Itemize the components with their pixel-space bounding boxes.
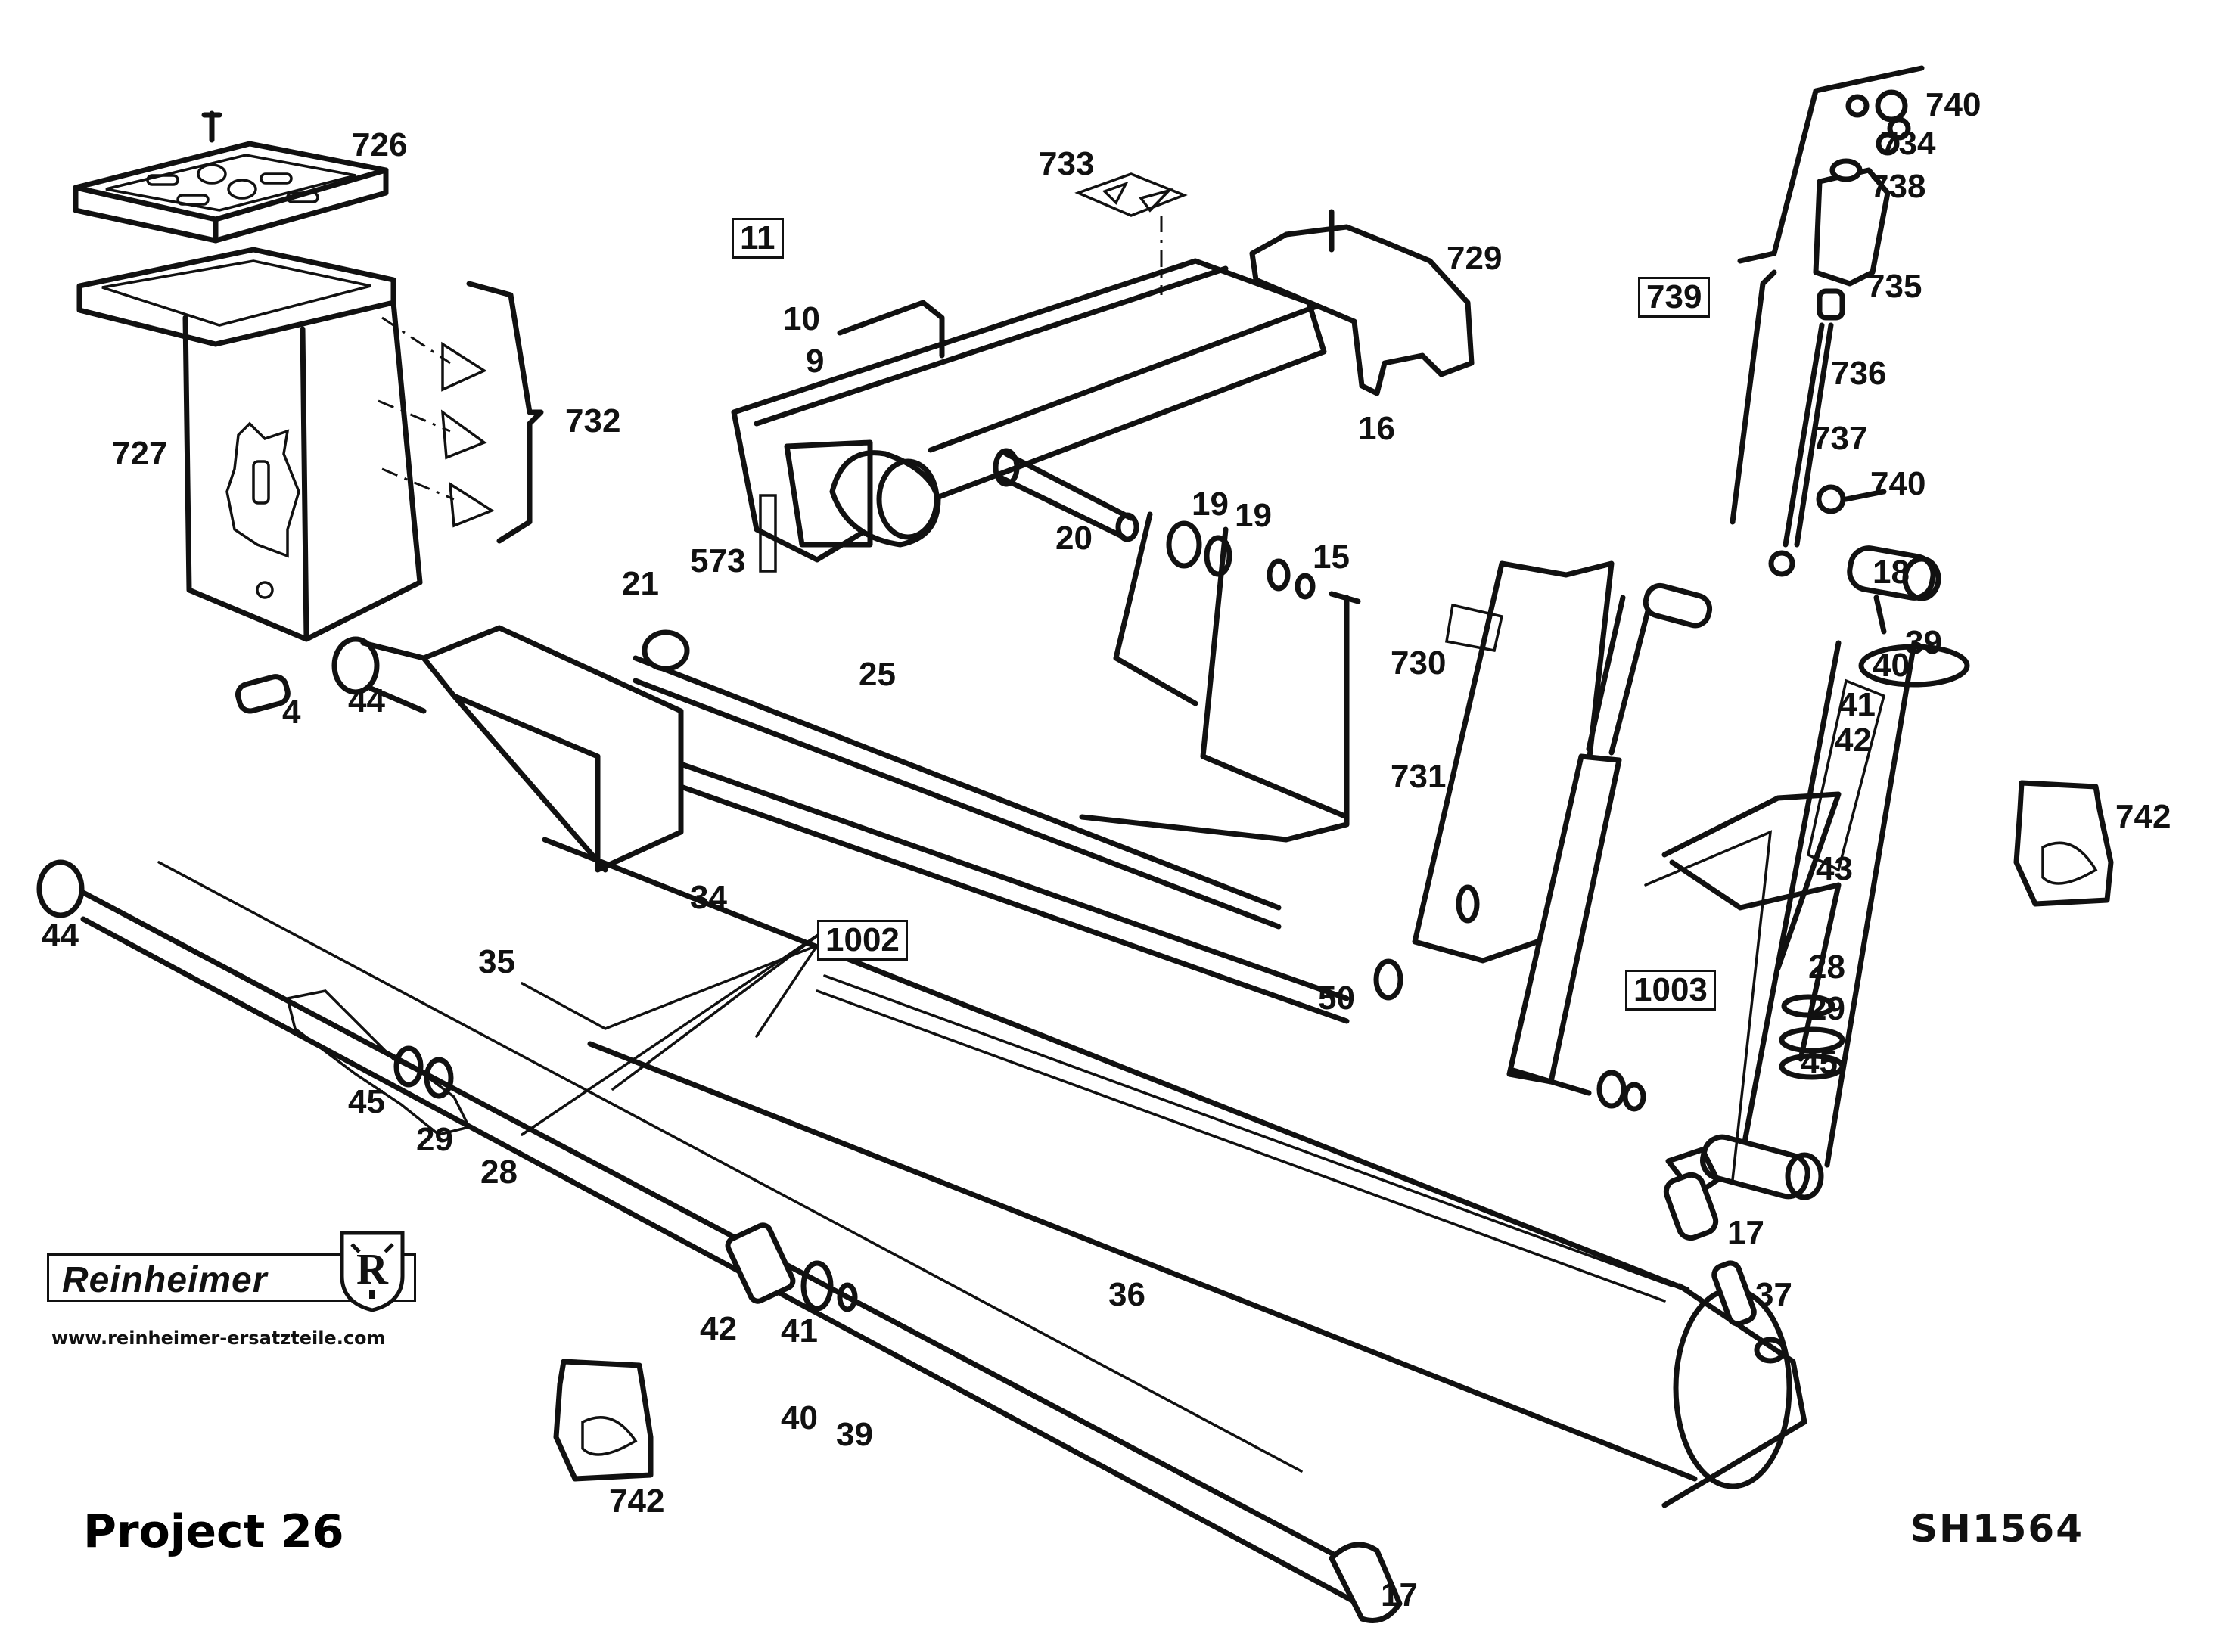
part-label-9: 9 <box>806 343 825 380</box>
part-label-731: 731 <box>1391 758 1447 795</box>
pin-and-bracket <box>993 448 1361 843</box>
part-label-737: 737 <box>1812 420 1868 457</box>
part-label-25: 25 <box>859 656 896 693</box>
part-742-kit-bag-left <box>553 1359 654 1482</box>
part-label-39-left: 39 <box>836 1416 873 1453</box>
part-label-37: 37 <box>1755 1276 1792 1313</box>
part-label-740-upper: 740 <box>1925 86 1981 123</box>
part-label-15: 15 <box>1313 539 1350 576</box>
part-739-linkage <box>1730 65 1925 577</box>
part-label-39-right: 39 <box>1905 624 1942 661</box>
website-url: www.reinheimer-ersatzteile.com <box>51 1328 386 1349</box>
part-label-735: 735 <box>1866 268 1922 305</box>
part-733-sticker <box>1074 172 1188 295</box>
part-label-11-assembly: 11 <box>732 218 784 259</box>
lower-frame <box>235 625 1350 1024</box>
part-label-45-right: 45 <box>1801 1044 1838 1081</box>
cylinder-36 <box>157 837 1807 1508</box>
part-label-10: 10 <box>783 300 820 337</box>
part-label-41-left: 41 <box>781 1312 818 1349</box>
part-label-573: 573 <box>690 542 746 579</box>
part-label-1003-assembly: 1003 <box>1625 970 1716 1011</box>
part-label-734: 734 <box>1880 125 1936 162</box>
part-label-44-upper: 44 <box>348 682 385 719</box>
part-label-4: 4 <box>282 694 301 731</box>
part-732-warning-labels <box>378 281 544 544</box>
part-label-34: 34 <box>690 879 727 916</box>
part-label-20: 20 <box>1055 520 1093 557</box>
part-label-36: 36 <box>1108 1276 1145 1313</box>
part-label-42-left: 42 <box>700 1310 737 1347</box>
part-label-739-assembly: 739 <box>1638 277 1711 318</box>
part-label-40-left: 40 <box>781 1399 818 1436</box>
part-label-42-right: 42 <box>1835 722 1872 759</box>
reinheimer-logo: Reinheimer R <box>47 1231 418 1314</box>
part-727-pedestal <box>76 247 423 642</box>
part-729-head-cover <box>1249 209 1475 396</box>
part-label-736: 736 <box>1831 355 1887 392</box>
part-726-top-plate <box>73 110 389 244</box>
part-label-44-lower: 44 <box>42 917 79 954</box>
part-label-740-lower: 740 <box>1870 465 1926 502</box>
part-label-726: 726 <box>352 126 408 163</box>
part-label-29-right: 29 <box>1808 990 1845 1027</box>
part-label-28-right: 28 <box>1808 949 1845 986</box>
part-label-1002-assembly: 1002 <box>817 920 908 961</box>
part-label-18: 18 <box>1873 554 1910 591</box>
part-label-35: 35 <box>478 943 515 980</box>
part-label-28-left: 28 <box>480 1154 518 1191</box>
logo-shield-icon: R <box>340 1231 405 1312</box>
part-label-730: 730 <box>1391 644 1447 682</box>
part-label-729: 729 <box>1447 240 1503 277</box>
main-housing <box>731 258 1327 573</box>
part-label-17-upper: 17 <box>1727 1214 1764 1251</box>
part-label-727: 727 <box>112 435 168 472</box>
part-43-lift-cylinder <box>1663 545 1970 1364</box>
sheet-number: SH1564 <box>1910 1507 2084 1551</box>
part-label-733: 733 <box>1039 145 1095 182</box>
part-label-21: 21 <box>622 565 659 602</box>
part-label-19b: 19 <box>1235 497 1272 534</box>
part-label-41-right: 41 <box>1838 686 1876 723</box>
part-label-45-left: 45 <box>348 1083 385 1120</box>
part-label-16: 16 <box>1358 410 1395 447</box>
part-label-19a: 19 <box>1192 486 1229 523</box>
tie-rod-44 <box>36 859 1403 1623</box>
part-label-43: 43 <box>1816 850 1853 887</box>
part-label-742-left: 742 <box>609 1483 665 1520</box>
project-title: Project 26 <box>83 1505 344 1558</box>
part-label-29-left: 29 <box>416 1121 453 1158</box>
part-label-732: 732 <box>565 402 621 439</box>
part-label-738: 738 <box>1870 168 1926 205</box>
part-label-742-right: 742 <box>2115 798 2171 835</box>
part-label-50: 50 <box>1318 980 1355 1017</box>
part-label-17-lower: 17 <box>1381 1576 1418 1613</box>
logo-frame <box>47 1253 416 1302</box>
logo-wordmark: Reinheimer <box>62 1260 268 1300</box>
part-742-kit-bag-right <box>2013 780 2114 907</box>
logo-shield-letter: R <box>356 1244 389 1293</box>
part-label-40-right: 40 <box>1873 647 1910 684</box>
part-1003-cylinder <box>1506 582 1842 1112</box>
